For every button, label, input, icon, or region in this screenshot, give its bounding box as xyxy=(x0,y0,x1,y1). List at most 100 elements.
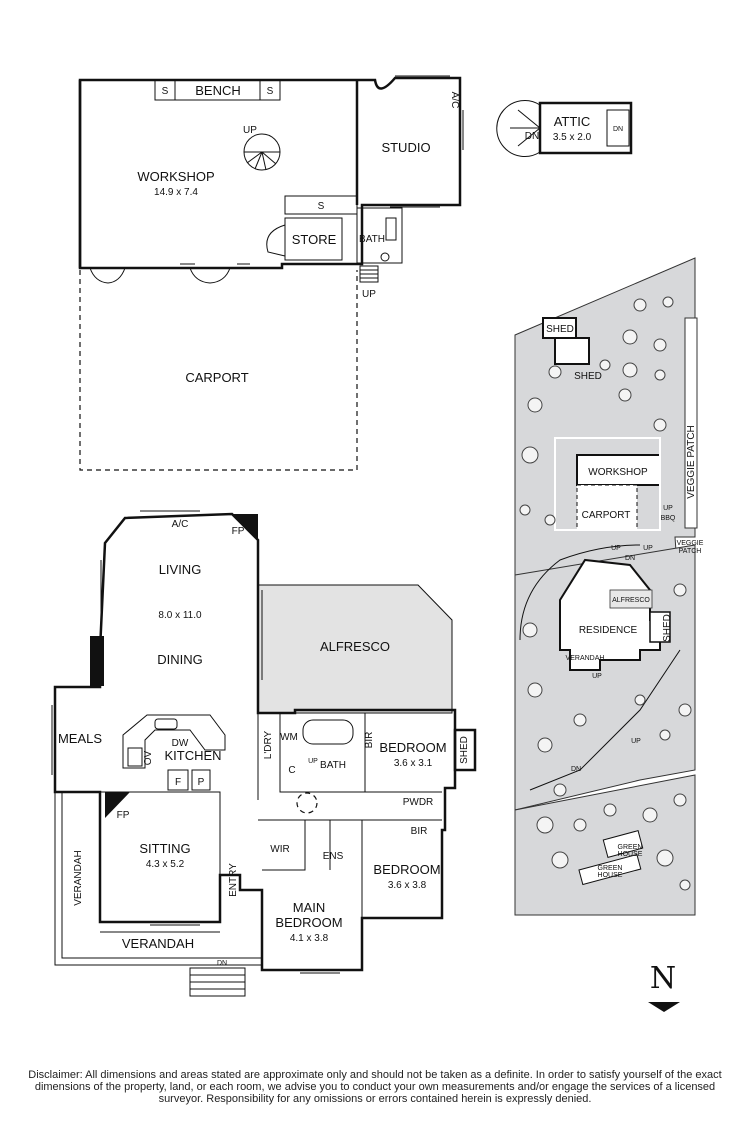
site-verandah-label: VERANDAH xyxy=(566,655,605,662)
north-compass: N xyxy=(648,961,680,1012)
living-ac-label: A/C xyxy=(172,519,189,530)
site-up-label-5: UP xyxy=(631,738,641,745)
spiral-stair xyxy=(243,133,281,171)
attic: ATTIC 3.5 x 2.0 DN DN xyxy=(496,100,633,157)
living-dimensions: 8.0 x 11.0 xyxy=(158,610,202,621)
north-arrow-icon xyxy=(648,1002,680,1012)
site-residence xyxy=(559,558,661,671)
living-label: LIVING xyxy=(159,562,202,577)
site-alfresco-label: ALFRESCO xyxy=(612,597,650,604)
site-up-label-2: UP xyxy=(643,545,653,552)
store-room xyxy=(284,217,343,261)
main-bedroom-label-line2: BEDROOM xyxy=(275,915,342,930)
site-up-label-4: UP xyxy=(592,673,602,680)
studio-ac-label: A/C xyxy=(449,92,460,109)
green-house-2-label-line1: GREEN xyxy=(598,865,623,872)
laundry-label: L'DRY xyxy=(263,730,274,759)
site-shed-double xyxy=(554,337,590,365)
sitting-label: SITTING xyxy=(139,841,190,856)
kitchen-label: KITCHEN xyxy=(164,748,221,763)
alfresco-label: ALFRESCO xyxy=(320,639,390,654)
studio-steps xyxy=(359,265,379,283)
sitting-fp-label: FP xyxy=(117,810,130,821)
entry-steps xyxy=(189,967,246,997)
store-shelf-label: S xyxy=(318,201,325,212)
site-up-label-1: UP xyxy=(663,505,673,512)
shed-label: SHED xyxy=(459,736,470,764)
attic-stair-dn-label: DN xyxy=(525,131,539,142)
oven-label: OV xyxy=(143,750,154,765)
bir-2-label: BIR xyxy=(411,826,428,837)
site-shed-double-label: SHED xyxy=(574,371,602,382)
powder-room-label: PWDR xyxy=(403,797,434,808)
dining-feature-wall xyxy=(90,636,104,686)
meals-label: MEALS xyxy=(58,731,102,746)
site-veggie-small-label-2: PATCH xyxy=(679,548,702,555)
site-up-label-3: UP xyxy=(611,545,621,552)
bath-label: BATH xyxy=(320,760,346,771)
ensuite-label: ENS xyxy=(323,851,344,862)
site-veggie-small-label-1: VEGGIE xyxy=(677,540,704,547)
store-label: STORE xyxy=(292,232,337,247)
attic-label: ATTIC xyxy=(554,114,591,129)
cupboard-label: C xyxy=(288,765,295,776)
workshop-label: WORKSHOP xyxy=(137,169,214,184)
attic-dimensions: 3.5 x 2.0 xyxy=(553,132,592,143)
bench-shelf-right-label: S xyxy=(267,86,274,97)
living-fireplace xyxy=(232,514,258,540)
studio-bath-label: BATH xyxy=(359,234,385,245)
workshop-dimensions: 14.9 x 7.4 xyxy=(154,187,198,198)
entry-steps-dn-label: DN xyxy=(217,960,227,967)
north-label: N xyxy=(650,961,676,996)
fridge-label: F xyxy=(175,777,181,788)
bench-label: BENCH xyxy=(195,83,241,98)
site-dn-label-1: DN xyxy=(625,555,635,562)
site-workshop-label: WORKSHOP xyxy=(588,467,648,478)
sitting-fireplace xyxy=(105,792,130,818)
outbuilding: BENCH S S UP WORKSHOP 14.9 x 7.4 STUDIO … xyxy=(78,75,464,300)
residence-shed xyxy=(453,728,477,772)
bedroom-2-label: BEDROOM xyxy=(373,862,440,877)
carport: CARPORT xyxy=(79,270,358,471)
bedroom-1-dimensions: 3.6 x 3.1 xyxy=(394,758,433,769)
bench xyxy=(154,79,281,101)
site-residence-label: RESIDENCE xyxy=(579,625,638,636)
site-shed-label: SHED xyxy=(546,324,574,335)
veggie-patch-bed xyxy=(684,317,698,529)
kitchen-island xyxy=(122,714,226,791)
site-carport-label: CARPORT xyxy=(582,510,631,521)
main-bedroom-dimensions: 4.1 x 3.8 xyxy=(290,933,329,944)
dining-label: DINING xyxy=(157,652,203,667)
green-house-1-label-line2: HOUSE xyxy=(618,851,643,858)
studio-steps-up-label: UP xyxy=(362,289,376,300)
entry-label: ENTRY xyxy=(228,863,239,897)
shelf xyxy=(284,195,358,215)
washing-machine-label: WM xyxy=(280,732,298,743)
pantry-label: P xyxy=(198,777,205,788)
residence: A/C FP LIVING 8.0 x 11.0 DINING ALFRESCO… xyxy=(51,510,477,997)
disclaimer: Disclaimer: All dimensions and areas sta… xyxy=(28,1069,722,1105)
bir-1-label: BIR xyxy=(364,732,375,749)
green-house-2 xyxy=(578,853,642,886)
green-house-2-label-line2: HOUSE xyxy=(598,872,623,879)
site-plan: SHED SHED WORKSHOP CARPORT BBQ UP UP UP … xyxy=(514,257,704,916)
site-bbq-label: BBQ xyxy=(661,515,676,522)
wir-label: WIR xyxy=(270,844,289,855)
main-bedroom-label-line1: MAIN xyxy=(293,900,326,915)
bedroom-2-dimensions: 3.6 x 3.8 xyxy=(388,880,427,891)
attic-ladder-dn-label: DN xyxy=(613,126,623,133)
studio-label: STUDIO xyxy=(381,140,430,155)
carport-label: CARPORT xyxy=(185,370,248,385)
site-workshop xyxy=(576,454,661,486)
front-verandah-label: VERANDAH xyxy=(122,936,194,951)
bedroom-1-label: BEDROOM xyxy=(379,740,446,755)
bath-up-label: UP xyxy=(308,758,318,765)
bench-shelf-left-label: S xyxy=(162,86,169,97)
site-veggie-patch-label: VEGGIE PATCH xyxy=(686,425,697,499)
green-house-1-label-line1: GREEN xyxy=(618,844,643,851)
studio-bath xyxy=(356,207,403,264)
side-verandah-label: VERANDAH xyxy=(73,850,84,906)
skylight xyxy=(296,792,318,814)
green-house-1 xyxy=(602,830,644,858)
